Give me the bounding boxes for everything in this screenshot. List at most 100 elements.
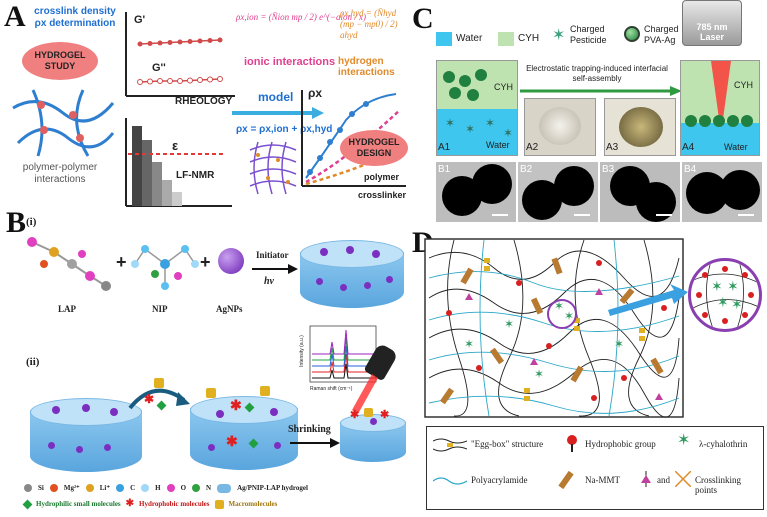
plus-sign-2: +: [200, 252, 211, 272]
atom-mg-label: Mg²⁺: [63, 484, 80, 492]
na-mmt-icon: [558, 470, 574, 490]
model-formula: ρx = ρx,ion + ρx,hyd: [236, 124, 333, 135]
yellow-hexagon-small: [154, 378, 164, 388]
legend-and-label: and: [657, 475, 670, 485]
svg-text:✶: ✶: [504, 317, 514, 331]
image-a1: ✶ ✶ ✶ ✶: [436, 60, 518, 156]
curved-arrow: [128, 388, 190, 410]
zoom-circle: ✶✶✶✶: [688, 258, 762, 332]
plus-sign-1: +: [116, 252, 127, 272]
raman-ylabel: Intensity (a.u.): [298, 335, 305, 367]
image-a4: [680, 60, 760, 156]
b2-label: B2: [520, 164, 533, 175]
sub-ii-label: (ii): [26, 356, 40, 368]
atom-li-icon: [85, 484, 94, 492]
hydrophobic-label: Hydrophobic molecules: [139, 500, 210, 508]
panel-a: A crosslink density ρx determination HYD…: [0, 0, 410, 207]
hydrogel-study-text: HYDROGEL STUDY: [34, 50, 86, 71]
hydrophobic-burst-icon: ✱: [125, 498, 135, 509]
legend-pva-label: Charged PVA-Ag: [644, 24, 679, 45]
atom-mg-icon: [49, 484, 58, 492]
legend-crosslink-label: Crosslinking points: [695, 475, 742, 495]
lf-nmr-label: LF-NMR: [176, 170, 215, 181]
legend-water-swatch: [436, 32, 452, 46]
legend-namm-label: Na-MMT: [585, 475, 620, 485]
agnp-sphere: [218, 248, 244, 274]
atom-si-label: Si: [38, 484, 44, 492]
a4-water-label: Water: [724, 142, 748, 152]
atom-si-icon: [24, 484, 32, 492]
red-burst-small: ✱: [144, 392, 155, 406]
hydrogel-disk-ii-1: [30, 386, 142, 480]
a1-cyh-label: CYH: [494, 82, 514, 92]
sub-i-label: (i): [26, 216, 37, 228]
svg-text:✶: ✶: [727, 279, 739, 295]
assembly-arrow-text: Electrostatic trapping-induced interfaci…: [526, 64, 668, 83]
hydrophobic-group-stem: [571, 444, 573, 452]
panel-c-letter: C: [412, 2, 434, 35]
nip-label: NIP: [152, 304, 168, 314]
legend-cyh-label: CYH: [518, 33, 540, 44]
rheology-plot: [125, 12, 235, 97]
hv-label: hν: [264, 276, 274, 287]
macromolecule-hexagon-icon: [214, 499, 224, 509]
legend-eggbox-label: "Egg-box" structure: [471, 439, 544, 449]
initiator-arrow: [252, 264, 298, 274]
panel-b-letter: B: [6, 206, 27, 239]
b1-label: B1: [438, 164, 451, 175]
hydrogel-legend-label: Ag/PNIP-LAP hydrogel: [237, 484, 308, 492]
image-b2: [518, 162, 598, 222]
crosslinker-axis-label: crosslinker: [358, 190, 407, 200]
atom-h-label: H: [155, 484, 161, 492]
b3-label: B3: [602, 164, 615, 175]
hydrogel-design-text: HYDROGEL DESIGN: [348, 137, 400, 158]
shrinking-arrow: [290, 438, 340, 448]
svg-text:✶: ✶: [717, 295, 729, 311]
image-b4: [682, 162, 762, 222]
legend-polyacrylamide-label: Polyacrylamide: [471, 475, 528, 485]
shrunken-hydrogel: ✱ ✱: [340, 406, 406, 466]
lap-molecule: [27, 237, 111, 291]
laser-objective-icon: [682, 0, 742, 46]
polymer-network-illustration: [12, 89, 115, 157]
crosslink-line-icon: [675, 471, 691, 487]
legend-hydrophobic-label: Hydrophobic group: [585, 439, 656, 449]
a4-cyh-label: CYH: [734, 80, 754, 90]
macromolecule-label: Macromolecules: [228, 500, 278, 508]
ionic-label: ionic interactions: [244, 56, 336, 68]
hydrophobic-group-icon: [567, 435, 577, 445]
atom-o-label: O: [180, 484, 187, 492]
svg-text:✶: ✶: [564, 309, 574, 323]
hydrogel-legend-icon: [217, 483, 232, 493]
pesticide-star-icon: ✶: [552, 27, 566, 44]
network-diagram: ✶ ✶ ✶ ✶ ✶ ✶: [424, 238, 684, 418]
panel-b-legend-molecules: Hydrophilic small molecules ✱Hydrophobic…: [22, 498, 404, 510]
panel-d-legend: "Egg-box" structure Hydrophobic group ✶ …: [426, 426, 764, 510]
crosslink-title: crosslink density ρx determination: [34, 6, 116, 29]
image-b3: [600, 162, 680, 222]
svg-text:✶: ✶: [464, 337, 474, 351]
agnps-label: AgNPs: [216, 304, 243, 314]
a3-label: A3: [606, 142, 619, 153]
atom-li-label: Li⁺: [99, 484, 111, 492]
laser-wavelength-label: 785 nm Laser: [696, 22, 728, 42]
image-a3: [604, 98, 676, 156]
hydrogel-study-badge: HYDROGEL STUDY: [22, 42, 98, 80]
g-double-prime-label: G'': [152, 62, 166, 74]
svg-text:✶: ✶: [554, 299, 564, 313]
svg-text:✶: ✶: [731, 297, 743, 313]
a4-label: A4: [682, 142, 695, 153]
svg-text:✶: ✶: [534, 367, 544, 381]
hydrogel-disk-ii-2: ✱ ✱: [190, 384, 298, 478]
epsilon-label: ε: [172, 138, 179, 153]
lf-nmr-plot: [125, 118, 232, 207]
lambda-cyhalothrin-icon: ✶: [677, 432, 691, 449]
legend-water-label: Water: [456, 33, 483, 44]
model-arrow: [232, 107, 324, 119]
b4-label: B4: [684, 164, 697, 175]
rheology-label: RHEOLOGY: [175, 96, 233, 107]
legend-pesticide-label: Charged Pesticide: [570, 24, 607, 45]
model-label: model: [258, 90, 294, 104]
a1-label: A1: [438, 142, 451, 153]
rho-axis-label: ρx: [308, 86, 323, 100]
